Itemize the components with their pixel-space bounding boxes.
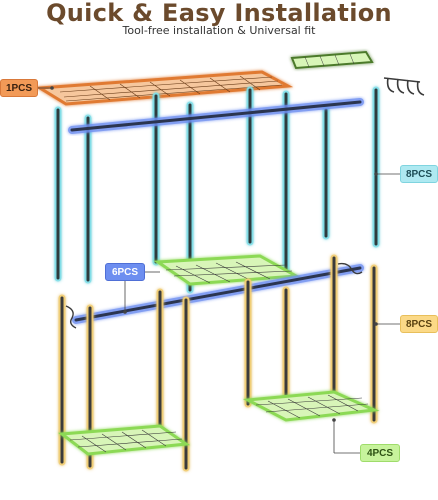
top-shelf-count-badge: 1PCS: [0, 79, 38, 97]
hanging-rods-count-badge: 6PCS: [105, 263, 145, 281]
hook-icon: [383, 77, 425, 96]
small-top-shelf: [290, 50, 374, 70]
shelves-count-badge: 4PCS: [360, 444, 400, 462]
bottom-right-shelf: [242, 390, 380, 422]
upper-hanging-rod: [68, 98, 364, 134]
top-shelf: [35, 70, 294, 106]
upper-poles-count-badge: 8PCS: [400, 165, 438, 183]
callout-leaders: [38, 87, 400, 454]
lower-poles-count-badge: 8PCS: [400, 315, 438, 333]
s-hook-icon: [65, 262, 363, 329]
page-title: Quick & Easy Installation: [46, 0, 392, 27]
page-subtitle: Tool-free installation & Universal fit: [122, 24, 316, 37]
bottom-left-shelf: [58, 424, 191, 456]
